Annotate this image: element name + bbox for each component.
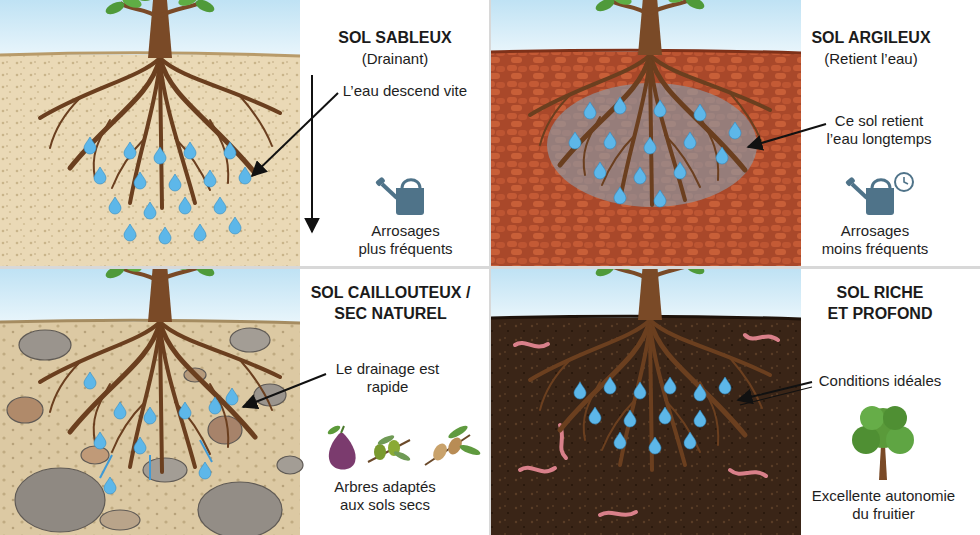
- watering-can-clock-icon: [845, 173, 913, 215]
- leader-line: [738, 382, 812, 400]
- leader-line: [252, 93, 338, 176]
- panel-heading: SOL RICHE ET PROFOND: [825, 283, 935, 325]
- soil-title: SOL ARGILEUX: [791, 28, 951, 49]
- soil-subtitle: (Drainant): [300, 49, 490, 69]
- panel-heading: SOL SABLEUX(Drainant): [300, 28, 490, 68]
- water-drops: [574, 377, 731, 454]
- dry-fruit-icons: [326, 423, 481, 469]
- water-drops: [84, 372, 238, 494]
- callout-text: Le drainage est rapide: [325, 360, 450, 396]
- callout-text: L’eau descend vite: [330, 82, 480, 100]
- leader-line: [740, 387, 812, 405]
- callout-text: Conditions idéales: [805, 372, 955, 390]
- stony-soil-panel: [0, 269, 482, 535]
- leader-line: [748, 124, 826, 147]
- callout-text: Excellente autonomie du fruitier: [806, 487, 961, 523]
- drain-arrows: [100, 440, 212, 480]
- watering-can-icon: [375, 176, 424, 215]
- fruit-tree-icon: [852, 406, 914, 480]
- soil-title: SOL CAILLOUTEUX / SEC NATUREL: [303, 283, 478, 325]
- callout-text: Arrosages plus fréquents: [357, 222, 454, 258]
- soil-title: SOL RICHE ET PROFOND: [825, 283, 935, 325]
- soil-panel: SOL CAILLOUTEUX / SEC NATUREL: [0, 269, 489, 535]
- water-drops: [84, 137, 251, 244]
- callout-text: Ce sol retient l’eau longtemps: [820, 112, 938, 148]
- soil-subtitle: (Retient l’eau): [791, 49, 951, 69]
- callout-text: Arrosages moins fréquents: [820, 222, 930, 258]
- callout-text: Arbres adaptés aux sols secs: [325, 478, 445, 514]
- leader-line: [243, 374, 326, 407]
- flow-arrow: [311, 75, 313, 232]
- panel-heading: SOL ARGILEUX(Retient l’eau): [791, 28, 951, 68]
- water-drops: [569, 97, 741, 207]
- soil-title: SOL SABLEUX: [300, 28, 490, 49]
- panel-heading: SOL CAILLOUTEUX / SEC NATUREL: [303, 283, 478, 325]
